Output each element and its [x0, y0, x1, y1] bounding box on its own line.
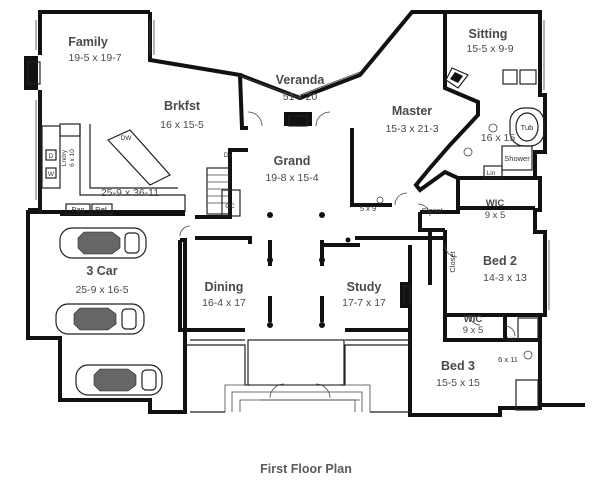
label-brkfst: Brkfst 16 x 15-5 [160, 99, 204, 131]
dn-label: Dn [224, 152, 233, 159]
kitchen-dims: 25-9 x 36-11 [101, 187, 159, 199]
powder-dims: 5 x 9 [360, 204, 376, 213]
doors [179, 111, 516, 399]
laundry-name: Lndry [61, 149, 68, 166]
label-sitting: Sitting 15-5 x 9-9 [466, 27, 513, 55]
laundry-dims: 6 x 10 [69, 149, 76, 167]
label-laundry: Lndry 6 x 10 [61, 149, 76, 167]
closet-master-label: Closet [421, 206, 443, 215]
bath-bed-dims: 6 x 11 [498, 355, 518, 364]
family-name: Family [68, 35, 108, 49]
closet-bed2-label: Closet [448, 250, 457, 272]
fireplace-sitting [445, 67, 469, 89]
label-master-bath: 16 x 15 [481, 132, 516, 144]
master-bath-features [376, 69, 545, 204]
fireplace-veranda [284, 112, 312, 127]
veranda-dims: 51 x 20 [283, 91, 318, 103]
label-family: Family 19-5 x 19-7 [68, 35, 122, 64]
label-master: Master 15-3 x 21-3 [385, 104, 438, 135]
family-dims: 19-5 x 19-7 [68, 52, 121, 64]
car-2 [55, 303, 145, 335]
bed3-name: Bed 3 [441, 359, 475, 373]
brkfst-name: Brkfst [164, 99, 201, 113]
label-wic-master: WIC 9 x 5 [485, 198, 506, 221]
label-study: Study 17-7 x 17 [342, 280, 386, 309]
bed-bath-features [515, 317, 539, 411]
washer-label: W [48, 171, 55, 178]
garage-dims: 25-9 x 16-5 [75, 284, 128, 296]
master-bath-dims: 16 x 15 [481, 132, 516, 144]
master-name: Master [392, 104, 432, 118]
sitting-name: Sitting [469, 27, 508, 41]
label-powder: 5 x 9 [360, 204, 376, 213]
label-bed3: Bed 3 15-5 x 15 [436, 359, 480, 389]
stair [206, 167, 241, 217]
brkfst-dims: 16 x 15-5 [160, 119, 204, 131]
shower-label: Shower [504, 154, 530, 163]
dining-name: Dining [205, 280, 244, 294]
bed2-dims: 14-3 x 13 [483, 272, 527, 284]
grand-dims: 19-8 x 15-4 [265, 172, 318, 184]
wic-bed3-dims: 9 x 5 [463, 325, 484, 336]
interior-walls [28, 90, 540, 342]
pan-label: Pan [71, 205, 84, 214]
wic-master-name: WIC [486, 198, 505, 209]
grand-name: Grand [274, 154, 311, 168]
lin-master-label: Lin [487, 170, 496, 177]
tub-label: Tub [521, 123, 534, 132]
wic-master-dims: 9 x 5 [485, 210, 506, 221]
bed3-dims: 15-5 x 15 [436, 377, 480, 389]
study-name: Study [347, 280, 382, 294]
wic-bed3-name: WIC [464, 314, 483, 325]
plan-title: First Floor Plan [260, 462, 352, 476]
label-wic-bed3: WIC 9 x 5 [463, 314, 484, 336]
front-porch [185, 339, 410, 413]
label-dining: Dining 16-4 x 17 [202, 280, 246, 309]
garage-name: 3 Car [86, 264, 117, 278]
veranda-name: Veranda [276, 73, 326, 87]
cc-label: CC [225, 203, 235, 210]
ref-label: Ref [95, 205, 108, 214]
dw-label: DW [121, 135, 133, 142]
sitting-dims: 15-5 x 9-9 [466, 43, 513, 55]
fireplace-family [24, 56, 41, 90]
label-garage: 3 Car 25-9 x 16-5 [75, 264, 128, 296]
study-dims: 17-7 x 17 [342, 297, 386, 309]
label-kitchen: 25-9 x 36-11 [101, 187, 159, 199]
fireplace-study [400, 282, 411, 308]
master-dims: 15-3 x 21-3 [385, 123, 438, 135]
label-bed2: Bed 2 14-3 x 13 [483, 254, 527, 284]
dryer-label: D [49, 153, 54, 160]
label-bath-bed: 6 x 11 [498, 355, 518, 364]
label-grand: Grand 19-8 x 15-4 [265, 154, 318, 184]
dining-dims: 16-4 x 17 [202, 297, 246, 309]
grand-columns [267, 212, 351, 328]
bed2-name: Bed 2 [483, 254, 517, 268]
label-veranda: Veranda 51 x 20 [276, 73, 326, 103]
kitchen-features [41, 123, 186, 215]
car-1 [59, 227, 147, 259]
lin-bed-label: Lin [507, 336, 516, 343]
car-3 [75, 364, 163, 396]
